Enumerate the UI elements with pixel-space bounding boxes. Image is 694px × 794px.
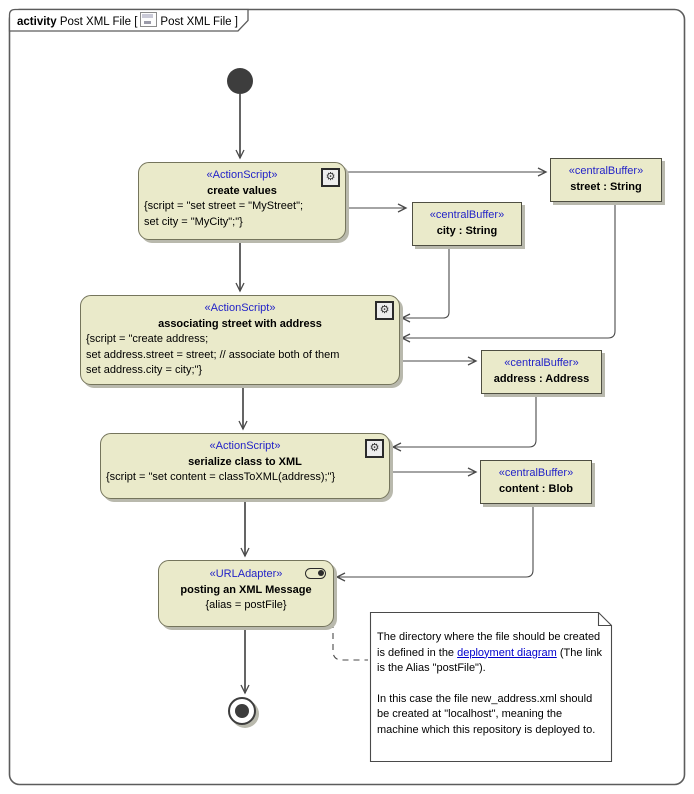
action-gear-icon: ⚙ [321, 168, 340, 187]
edge-address-buffer-to-serialize [391, 392, 537, 452]
diagram-title: activity Post XML File [Post XML File ] [17, 12, 238, 28]
edge-content-buffer-to-posting [335, 502, 534, 582]
edge-city-buffer-to-associating [400, 244, 450, 323]
action-gear-icon: ⚙ [375, 301, 394, 320]
note-outline [369, 611, 613, 763]
stereotype-label: «centralBuffer» [568, 165, 644, 177]
adapter-pill-icon [305, 568, 326, 579]
action-script-line: {script = "create address; [86, 333, 209, 345]
stereotype-label: «centralBuffer» [429, 209, 505, 221]
action-gear-icon: ⚙ [365, 439, 384, 458]
diagram-kind-label: activity [17, 16, 57, 28]
bracket-close: ] [234, 16, 238, 28]
stereotype-label: «centralBuffer» [504, 357, 579, 369]
diagram-name: Post XML File [59, 16, 131, 28]
final-node-dot [235, 704, 249, 718]
initial-node[interactable] [227, 68, 253, 94]
edge-street-buffer-to-associating [400, 200, 616, 343]
note-text: (The link is the Alias "postFile"). [377, 646, 603, 675]
action-serialize-class-to-xml[interactable]: ⚙ «ActionScript» serialize class to XML … [100, 433, 390, 499]
action-script-line: set address.street = street; // associat… [86, 348, 340, 361]
buffer-city[interactable]: «centralBuffer» city : String [412, 202, 522, 246]
action-script-line: {script = "set content = classToXML(addr… [106, 471, 336, 483]
buffer-name: street : String [570, 181, 642, 193]
note-anchor-line [332, 622, 368, 661]
note-paragraph: The directory where the file should be c… [377, 630, 604, 677]
note-fold-corner [597, 612, 612, 627]
bracket-open: [ [134, 16, 138, 28]
buffer-street[interactable]: «centralBuffer» street : String [550, 158, 662, 202]
diagram-title-tab [8, 8, 249, 32]
buffer-name: city : String [436, 225, 498, 237]
action-name: associating street with address [158, 318, 322, 330]
diagram-thumbnail-icon [140, 12, 158, 27]
action-posting-an-xml-message[interactable]: «URLAdapter» posting an XML Message {ali… [158, 560, 334, 627]
stereotype-label: «ActionScript» [204, 302, 276, 314]
action-script-line: {script = "set street = "MyStreet"; [144, 200, 304, 212]
action-script-line: set address.city = city;"} [86, 364, 203, 376]
note-paragraph: In this case the file new_address.xml sh… [377, 692, 604, 739]
action-name: create values [207, 185, 277, 197]
action-create-values[interactable]: ⚙ «ActionScript» create values {script =… [138, 162, 346, 240]
stereotype-label: «centralBuffer» [498, 467, 574, 479]
stereotype-label: «URLAdapter» [209, 568, 283, 580]
final-node[interactable] [228, 697, 256, 725]
action-script-line: {alias = postFile} [205, 599, 287, 611]
deployment-diagram-link[interactable]: deployment diagram [457, 646, 557, 659]
buffer-name: content : Blob [499, 483, 573, 495]
diagram-ref-name[interactable]: Post XML File [160, 16, 232, 28]
note-text: In this case the file new_address.xml sh… [377, 692, 596, 736]
action-name: serialize class to XML [188, 456, 302, 468]
stereotype-label: «ActionScript» [209, 440, 281, 452]
action-name: posting an XML Message [180, 584, 312, 596]
note-text: The directory where the file should be c… [377, 631, 601, 659]
action-associating-street-with-address[interactable]: ⚙ «ActionScript» associating street with… [80, 295, 400, 385]
buffer-name: address : Address [493, 373, 590, 385]
action-script-line: set city = "MyCity";"} [144, 215, 243, 228]
note: The directory where the file should be c… [370, 612, 612, 762]
stereotype-label: «ActionScript» [206, 169, 278, 181]
buffer-content[interactable]: «centralBuffer» content : Blob [480, 460, 592, 504]
buffer-address[interactable]: «centralBuffer» address : Address [481, 350, 602, 394]
